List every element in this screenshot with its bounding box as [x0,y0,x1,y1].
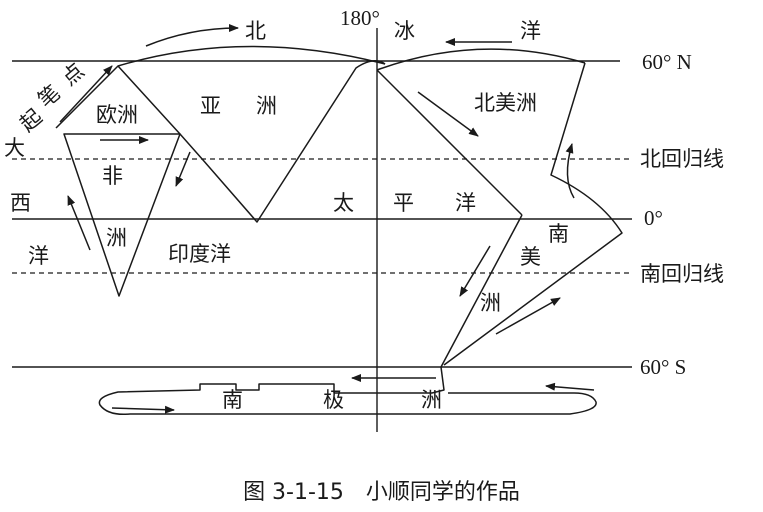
arrow-red-sea [175,151,191,187]
label-arctic-3: 洋 [520,19,541,43]
label-south-america-1: 南 [548,222,569,246]
arrow-antarctic-east [111,405,175,414]
label-antarctica-2: 极 [323,388,344,412]
arrow-sa-down [459,245,491,297]
label-africa-1: 非 [102,164,123,188]
label-start-3: 点 [57,59,89,91]
arrow-central-america [565,143,575,199]
north-america-outline [376,62,623,366]
arrow-start [59,65,113,123]
label-asia-2: 洲 [256,94,277,118]
label-atlantic-2: 西 [10,191,31,215]
label-atlantic-3: 洋 [28,244,49,268]
label-north-america: 北美洲 [474,91,537,115]
label-pacific-2: 平 [393,191,414,215]
label-pacific-3: 洋 [455,191,476,215]
label-indian-ocean: 印度洋 [168,242,231,266]
arctic-arc-east [376,48,586,71]
arrow-africa-up [67,195,91,251]
label-equator: 0° [644,206,663,230]
label-start-2: 笔 [33,81,65,113]
label-antarctica-3: 洲 [421,388,442,412]
label-60n: 60° N [642,50,692,74]
south-america-outline [440,214,523,368]
label-tropic-cancer: 北回归线 [640,147,724,171]
label-tropic-capricorn: 南回归线 [640,262,724,286]
arrow-sa-up [495,297,561,335]
label-meridian-180: 180° [340,6,380,30]
eurasia-outline [55,60,386,223]
label-pacific-1: 太 [333,191,354,215]
label-start-1: 起 [15,105,47,137]
arrow-pacific-down [417,91,479,137]
arrow-arctic-west [145,24,239,47]
arrow-antarctic-west [545,382,595,391]
label-arctic-2: 冰 [394,19,415,43]
arctic-arc-west [117,45,386,67]
label-antarctica-1: 南 [222,388,243,412]
label-south-america-2: 美 [520,245,541,269]
label-atlantic-1: 大 [4,136,25,160]
antarctica-outline [98,366,597,416]
label-africa-2: 洲 [106,226,127,250]
label-60s: 60° S [640,355,686,379]
label-europe: 欧洲 [96,103,138,127]
label-arctic-1: 北 [245,19,266,43]
label-asia-1: 亚 [200,94,221,118]
label-south-america-3: 洲 [480,291,501,315]
africa-outline [63,133,181,297]
figure-caption: 图 3-1-15 小顺同学的作品 [243,480,520,505]
